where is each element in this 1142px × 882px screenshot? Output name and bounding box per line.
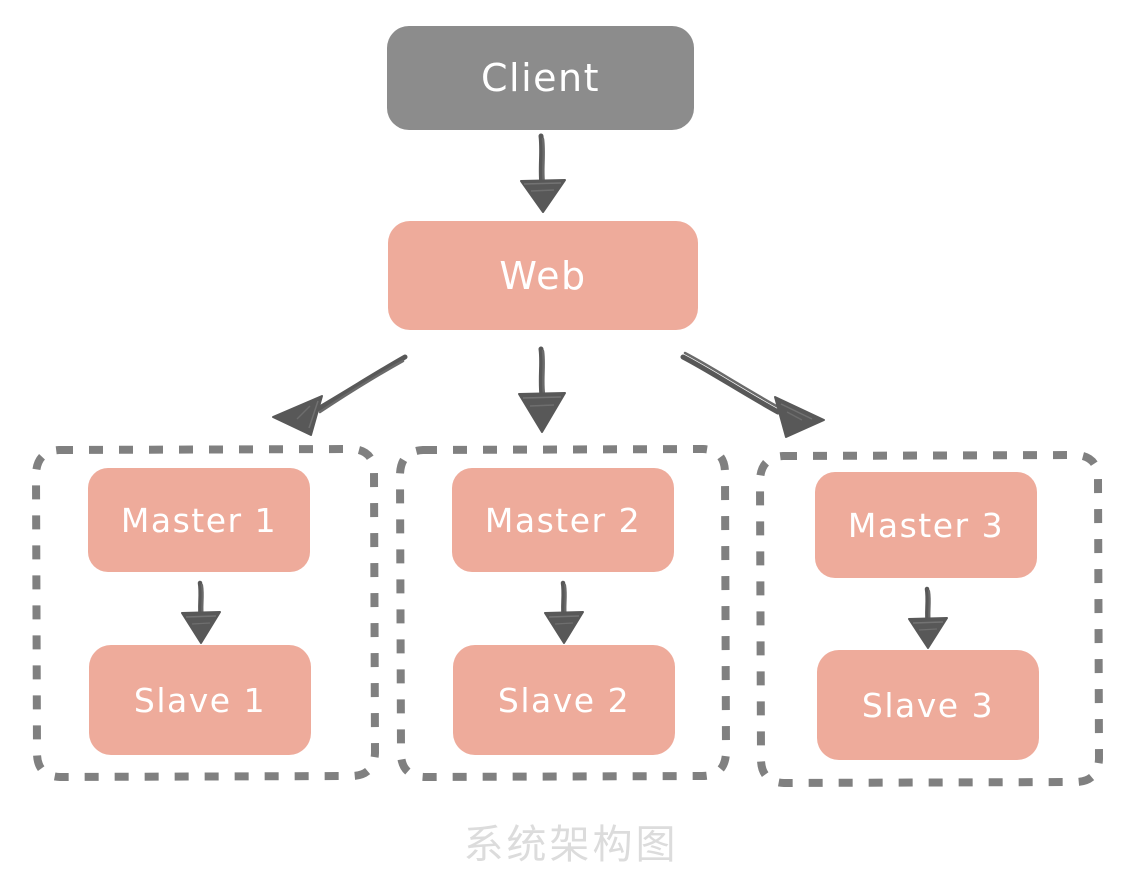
dashed-border-2 [395,444,731,782]
node-slave-1[interactable]: Slave 1 [89,645,311,755]
node-client-label: Client [480,56,600,100]
node-slave-2-label: Slave 2 [497,680,631,720]
dashed-border-3 [755,450,1104,788]
group-container-2[interactable] [395,444,731,782]
node-master-2[interactable]: Master 2 [452,468,674,572]
node-master-3-label: Master 3 [847,505,1005,545]
node-master-1-label: Master 1 [120,500,278,540]
node-master-1[interactable]: Master 1 [88,468,310,572]
diagram-caption: 系统架构图 [463,822,679,868]
node-slave-3-label: Slave 3 [861,685,995,725]
group-container-3[interactable] [755,450,1104,788]
node-master-3[interactable]: Master 3 [815,472,1037,578]
node-slave-2[interactable]: Slave 2 [453,645,675,755]
group-container-1[interactable] [31,444,380,782]
node-client[interactable]: Client [387,26,694,130]
node-slave-3[interactable]: Slave 3 [817,650,1039,760]
node-slave-1-label: Slave 1 [133,680,267,720]
node-web[interactable]: Web [388,221,698,330]
edge-client-to-web [520,133,566,213]
node-master-2-label: Master 2 [484,500,642,540]
edge-web-to-master-1 [272,354,408,436]
edge-web-to-master-2 [518,346,566,433]
edge-web-to-master-3 [680,351,825,438]
node-web-label: Web [499,253,587,298]
dashed-border-1 [31,444,380,782]
